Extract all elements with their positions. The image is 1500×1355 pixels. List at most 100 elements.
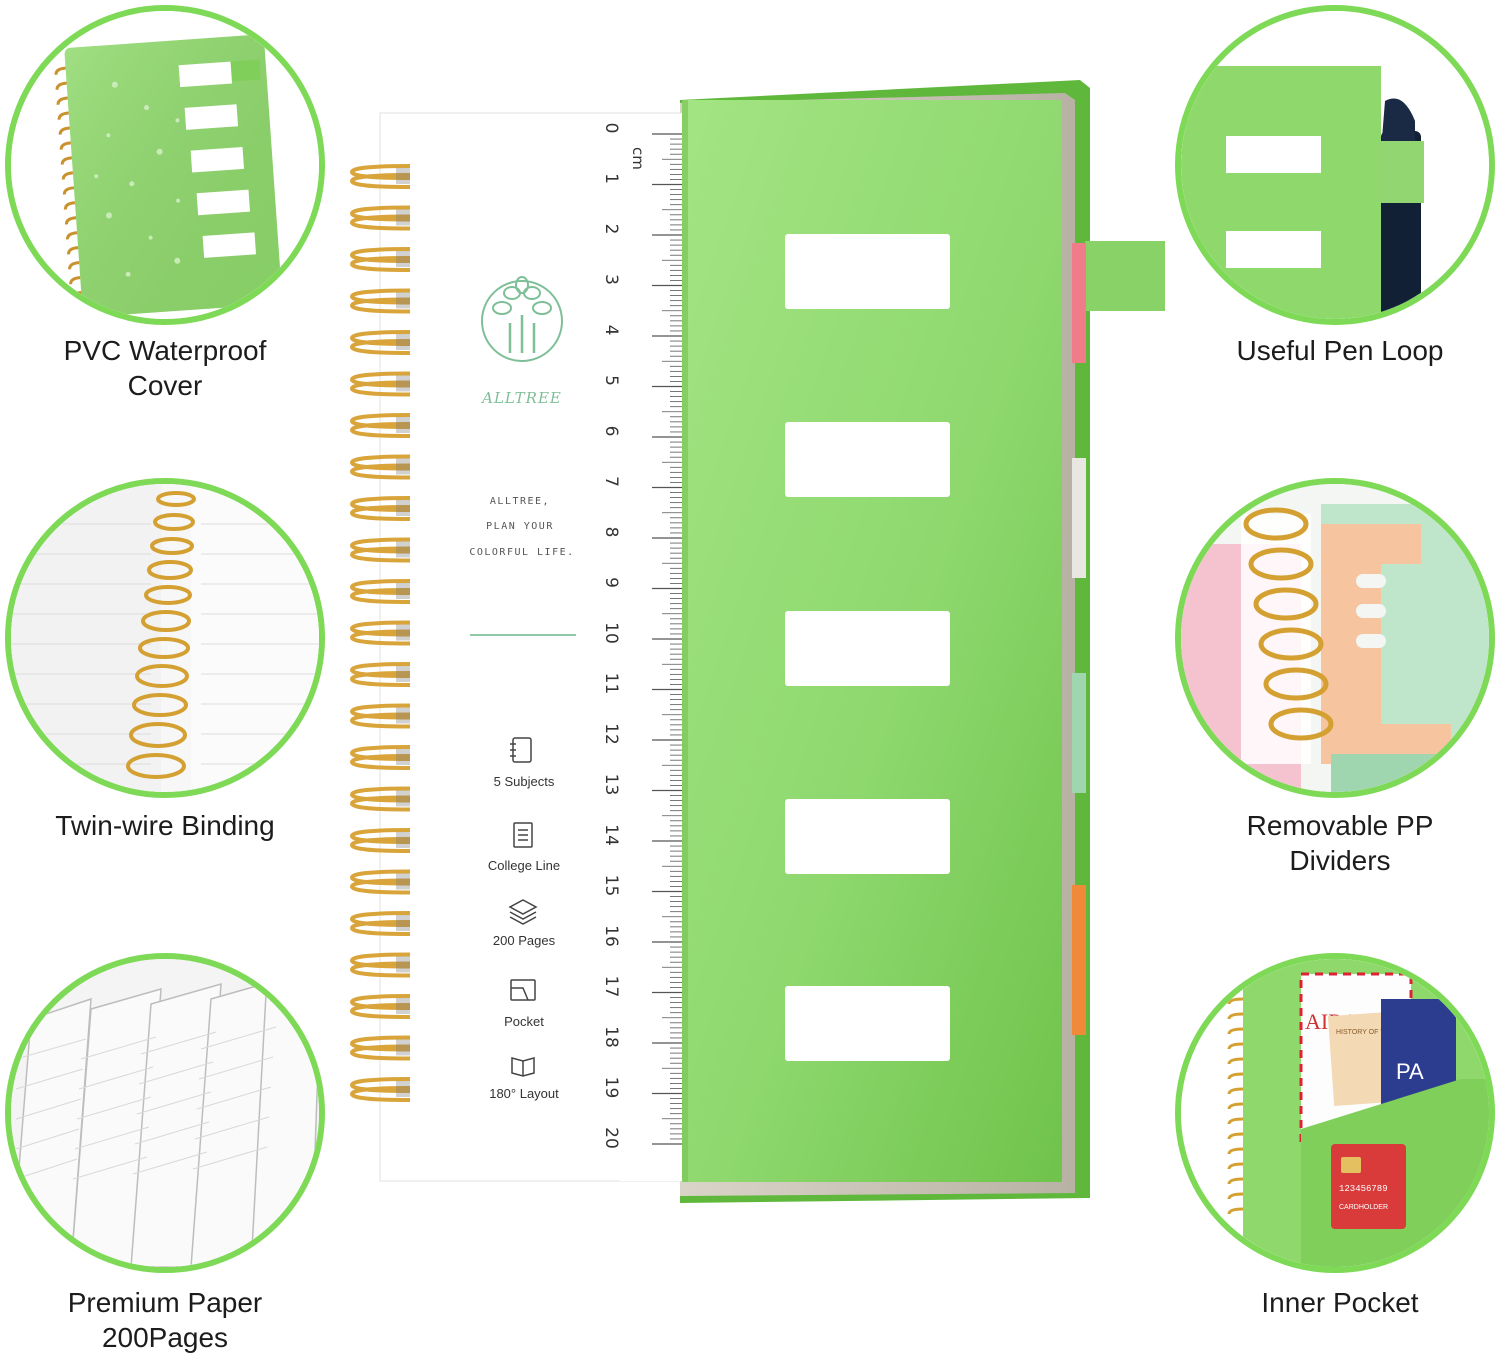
spec-label: Pocket: [504, 1014, 544, 1029]
spec-label: 180° Layout: [489, 1086, 559, 1101]
dividers-caption: Removable PP Dividers: [1190, 808, 1490, 878]
inner-pocket-image: AIR M HISTORY OF TRAVEL PA 123456789 CAR…: [1181, 959, 1489, 1267]
slogan-line: PLAN YOUR: [486, 521, 554, 532]
ruler-number: 1: [601, 173, 621, 184]
ruler-number: 8: [601, 527, 621, 538]
pen-loop-caption: Useful Pen Loop: [1190, 333, 1490, 368]
wire-hole: [396, 500, 410, 516]
wire-loop: [349, 795, 411, 812]
caption-line: 200Pages: [101, 1322, 229, 1353]
divider-tab-orange: [1072, 885, 1086, 1035]
brand-name: ALLTREE: [480, 389, 562, 407]
twin-wire-image: [11, 484, 319, 792]
wire-hole: [396, 209, 410, 226]
inner-pocket-caption: Inner Pocket: [1190, 1285, 1490, 1320]
lined-page-icon: [513, 822, 533, 848]
wire-hole: [396, 1039, 410, 1056]
wire-hole: [396, 832, 410, 848]
card-number-text: 123456789: [1339, 1184, 1388, 1194]
ruler-number: 7: [601, 476, 621, 487]
dividers-callout: [1175, 478, 1495, 798]
divider-tab-pink: [1072, 243, 1086, 363]
card-label-text: CARDHOLDER: [1339, 1204, 1388, 1211]
wire-loop: [349, 1086, 411, 1102]
wire-loop: [349, 1044, 411, 1061]
cover-window: [785, 234, 950, 309]
ruler-number: 12: [601, 723, 621, 745]
ruler: [620, 126, 682, 1181]
wire-loop: [349, 629, 411, 646]
ruler-number: 15: [601, 875, 621, 897]
ruler-number: 13: [601, 774, 621, 796]
ruler-number: 2: [601, 224, 621, 235]
wire-loop: [349, 505, 411, 521]
wire-hole: [396, 168, 410, 184]
wire-loop: [349, 878, 411, 895]
wire-loop: [349, 256, 411, 272]
twin-wire-callout: [5, 478, 325, 798]
wire-hole: [396, 583, 410, 599]
wire-loop: [349, 671, 411, 687]
divider-tab-grey: [1072, 458, 1086, 578]
layers-icon: [508, 899, 538, 925]
pvc-cover-image: [11, 11, 319, 319]
caption-line: Removable PP: [1246, 810, 1434, 841]
ruler-number: 9: [601, 577, 621, 588]
ruler-number: 14: [601, 824, 621, 846]
divider-tab-mint: [1072, 673, 1086, 793]
ruler-ticks: [652, 133, 682, 1145]
caption-line: Inner Pocket: [1261, 1287, 1419, 1318]
cover-window: [785, 422, 950, 497]
wire-loop: [349, 297, 411, 314]
wire-hole: [396, 458, 410, 475]
twin-wire-caption: Twin-wire Binding: [15, 808, 315, 843]
caption-line: Useful Pen Loop: [1236, 335, 1444, 366]
ruler-number: 4: [601, 325, 621, 336]
ruler-unit: cm: [629, 147, 647, 170]
ruler-number: 19: [601, 1077, 621, 1099]
slogan-line: COLORFUL LIFE.: [469, 547, 574, 558]
spec-label: College Line: [488, 858, 560, 873]
caption-line: Dividers: [1289, 845, 1391, 876]
ruler-number: 3: [601, 274, 621, 285]
wire-loop: [349, 961, 411, 978]
premium-paper-image: [11, 959, 319, 1267]
ruler-number: 5: [601, 375, 621, 386]
pen-loop-image: [1181, 11, 1489, 319]
cover-window: [785, 799, 950, 874]
spec-label: 200 Pages: [493, 933, 556, 948]
caption-line: Twin-wire Binding: [55, 810, 275, 841]
wire-hole: [396, 915, 410, 931]
inner-pocket-callout: AIR M HISTORY OF TRAVEL PA 123456789 CAR…: [1175, 953, 1495, 1273]
wire-loop: [349, 920, 411, 936]
wire-loop: [349, 712, 411, 729]
ruler-number: 10: [601, 622, 621, 644]
dividers-image: [1181, 484, 1489, 792]
pocket-icon: [510, 979, 536, 1001]
wire-hole: [396, 417, 410, 433]
pen-loop-callout: [1175, 5, 1495, 325]
wire-hole: [396, 541, 410, 558]
slogan-line: ALLTREE,: [490, 496, 550, 507]
wire-hole: [396, 707, 410, 724]
premium-paper-callout: [5, 953, 325, 1273]
ruler-number: 18: [601, 1026, 621, 1048]
wire-hole: [396, 375, 410, 392]
wire-loop: [349, 588, 411, 604]
wire-hole: [396, 251, 410, 267]
wire-loop: [349, 173, 411, 189]
pvc-cover-caption: PVC Waterproof Cover: [15, 333, 315, 403]
wire-hole: [396, 1081, 410, 1097]
cover-window: [785, 611, 950, 686]
wire-hole: [396, 624, 410, 641]
ruler-number: 16: [601, 925, 621, 947]
caption-line: Premium Paper: [67, 1287, 263, 1318]
ticket-text: HISTORY OF TRAVEL: [1336, 1029, 1407, 1036]
ruler-number: 6: [601, 426, 621, 437]
caption-line: PVC Waterproof: [63, 335, 267, 366]
pen-loop: [1085, 241, 1165, 311]
wire-hole: [396, 998, 410, 1014]
wire-loop: [349, 546, 411, 563]
